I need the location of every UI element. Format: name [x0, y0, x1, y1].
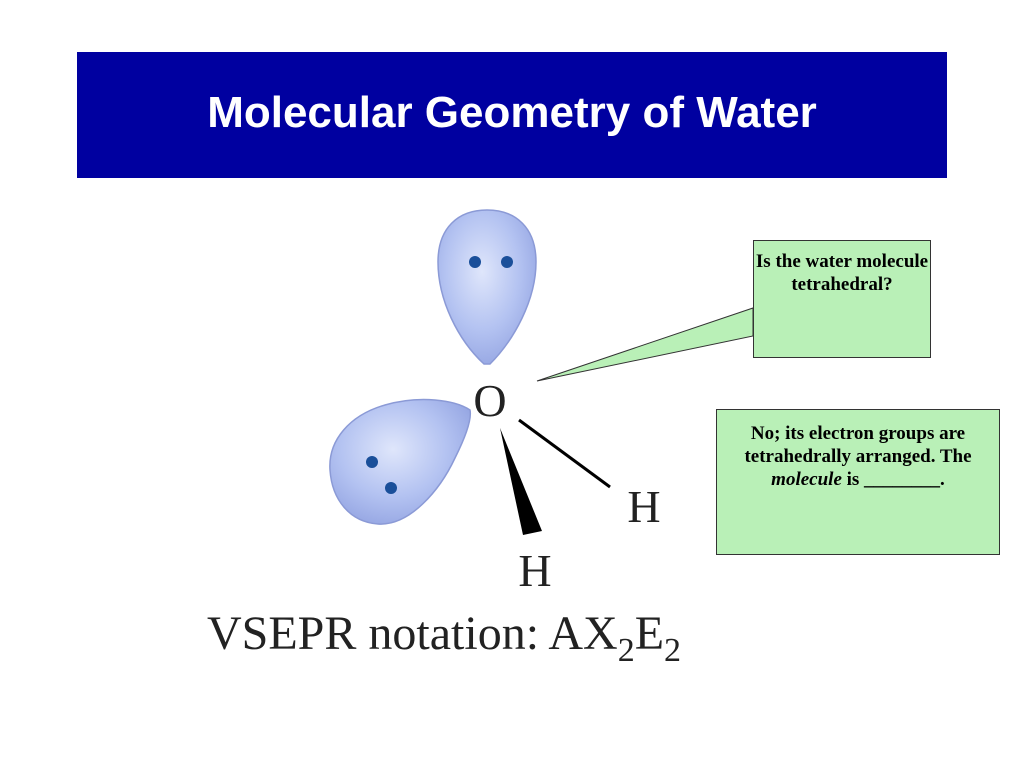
- atom-hydrogen-right: H: [627, 481, 660, 532]
- lone-pair-lobe-top: [437, 209, 537, 365]
- electron-dot: [469, 256, 481, 268]
- lone-pair-lobe-left: [329, 398, 472, 525]
- wedge-bond: [500, 428, 542, 535]
- answer-callout: No; its electron groups are tetrahedrall…: [716, 409, 1000, 555]
- vsepr-notation: VSEPR notation: AX2E2: [207, 606, 681, 670]
- bond-line: [518, 418, 611, 489]
- vsepr-sub1: 2: [617, 632, 635, 669]
- title-bar: Molecular Geometry of Water: [77, 52, 947, 178]
- question-callout: Is the water molecule tetrahedral?: [753, 240, 931, 358]
- callout-pointer: [536, 307, 754, 382]
- vsepr-label: VSEPR notation:: [207, 607, 549, 660]
- answer-text-part1: No; its electron groups are tetrahedrall…: [744, 423, 972, 467]
- vsepr-e: E: [634, 607, 665, 660]
- vsepr-a: AX: [548, 607, 618, 660]
- slide-title: Molecular Geometry of Water: [207, 88, 817, 137]
- electron-dot: [385, 482, 397, 494]
- atom-hydrogen-bottom: H: [518, 545, 551, 596]
- electron-dot: [366, 456, 378, 468]
- vsepr-sub2: 2: [664, 632, 682, 669]
- answer-emphasis: molecule: [771, 469, 842, 490]
- question-text: Is the water molecule tetrahedral?: [755, 251, 929, 295]
- answer-text-part2: is ________.: [846, 469, 945, 490]
- electron-dot: [501, 256, 513, 268]
- atom-oxygen: O: [473, 375, 506, 426]
